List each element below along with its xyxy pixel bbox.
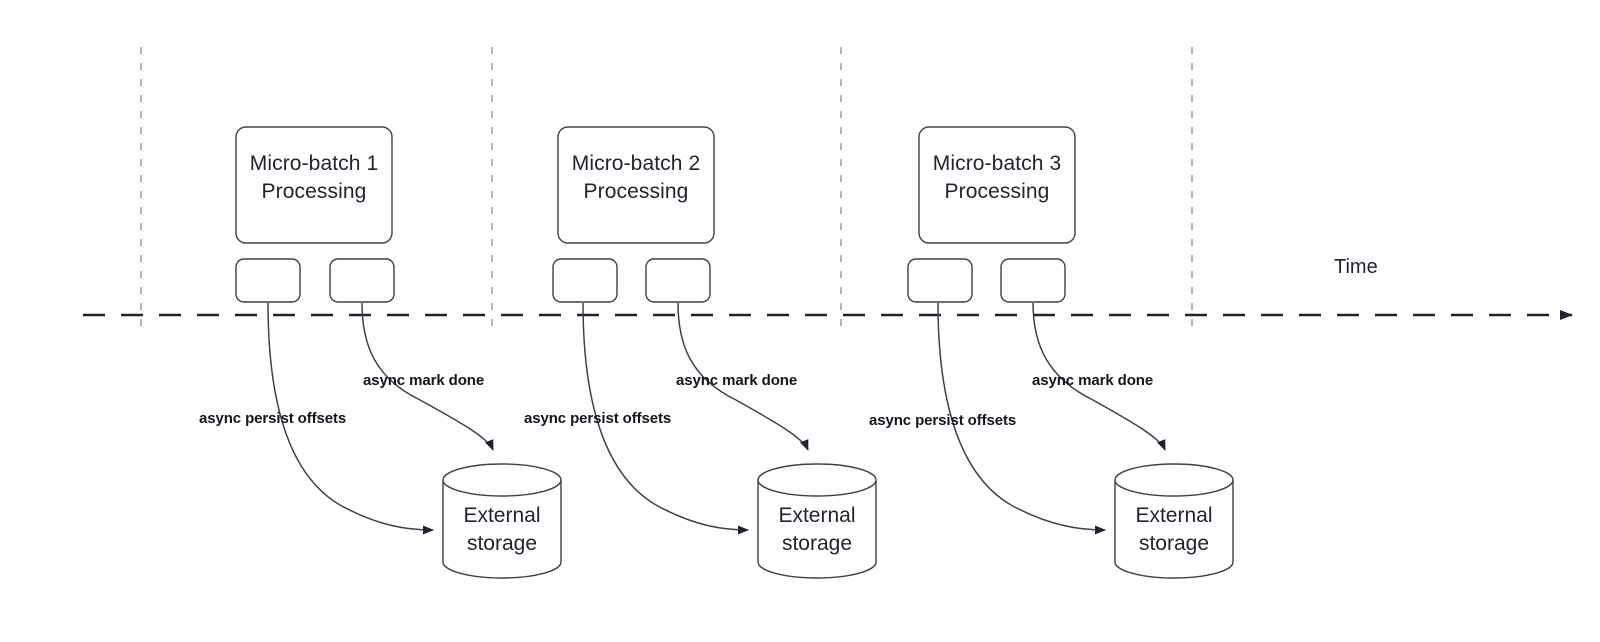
async-persist-offsets-edge-1 [267, 302, 434, 535]
async-mark-done-label-2: async mark done [676, 372, 798, 389]
async-persist-offsets-edge-3 [937, 302, 1106, 535]
task-box-mark-2[interactable] [645, 258, 711, 303]
task-box-persist-2[interactable] [552, 258, 618, 303]
async-mark-done-edge-2 [677, 302, 809, 451]
async-mark-done-edge-1 [361, 302, 494, 451]
async-mark-done-label-1: async mark done [363, 372, 485, 389]
storage-cylinder-top-1 [442, 463, 562, 497]
task-box-mark-1[interactable] [329, 258, 395, 303]
storage-cylinder-top-2 [757, 463, 877, 497]
storage-cylinder-body-3[interactable] [1114, 480, 1234, 579]
storage-cylinder-top-3 [1114, 463, 1234, 497]
batch-box-2[interactable] [557, 126, 715, 244]
time-axis-label: Time [1334, 256, 1378, 278]
batch-box-3[interactable] [918, 126, 1076, 244]
storage-cylinder-body-2[interactable] [757, 480, 877, 579]
async-persist-offsets-label-2: async persist offsets [524, 410, 672, 427]
async-persist-offsets-edge-2 [582, 302, 749, 535]
storage-cylinder-body-1[interactable] [442, 480, 562, 579]
batch-box-1[interactable] [235, 126, 393, 244]
async-persist-offsets-label-3: async persist offsets [869, 412, 1017, 429]
async-persist-offsets-label-1: async persist offsets [199, 410, 347, 427]
task-box-persist-3[interactable] [907, 258, 973, 303]
task-box-mark-3[interactable] [1000, 258, 1066, 303]
task-box-persist-1[interactable] [235, 258, 301, 303]
async-mark-done-edge-3 [1032, 302, 1166, 451]
async-mark-done-label-3: async mark done [1032, 372, 1154, 389]
